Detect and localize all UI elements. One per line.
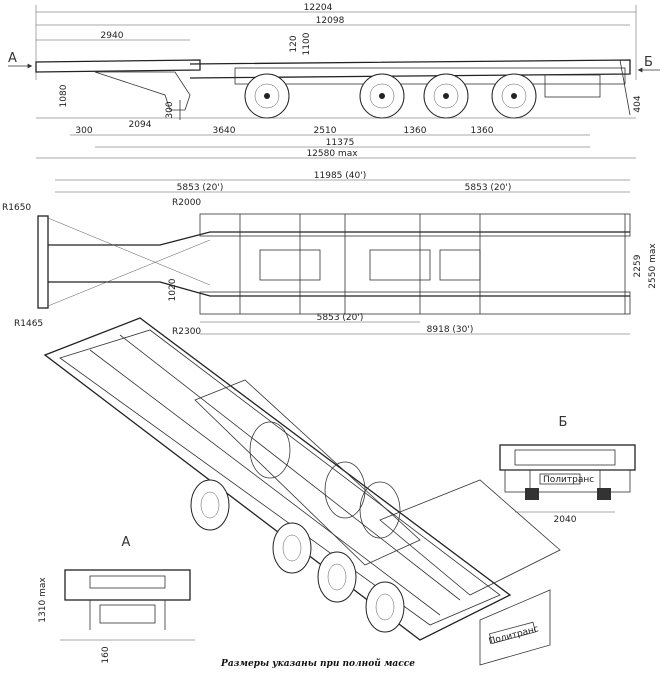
side-wheel-3 <box>423 73 469 119</box>
dim-11375: 11375 <box>326 138 355 148</box>
plan-outer-rail-bottom <box>199 291 631 315</box>
view-a-dim-160: 160 <box>101 646 111 663</box>
rear-bumper <box>544 74 601 98</box>
perspective-view: Политранс <box>43 317 561 666</box>
dim-2510: 2510 <box>314 126 337 136</box>
side-wheel-1 <box>244 73 290 119</box>
dim-3640: 3640 <box>213 126 236 136</box>
dim-1080: 1080 <box>59 84 69 107</box>
view-a-title: А <box>122 535 131 550</box>
plan-view: 11985 (40') 5853 (20') 5853 (20') R1650 … <box>2 171 658 337</box>
radius-r2300: R2300 <box>172 327 201 337</box>
dim-2550-max: 2550 max <box>648 243 658 289</box>
side-wheel-2 <box>359 73 405 119</box>
plan-outer-rail-top <box>199 213 631 237</box>
view-a: А 1310 max 160 <box>38 535 195 664</box>
dim-12098: 12098 <box>316 16 345 26</box>
caption: Размеры указаны при полной массе <box>220 658 415 669</box>
perspective-wheel-2 <box>272 522 312 574</box>
dim-1020: 1020 <box>168 278 178 301</box>
dim-300-side: 300 <box>165 101 175 118</box>
plan-left-beam <box>48 231 630 246</box>
view-b-dim-2040: 2040 <box>554 515 577 525</box>
dim-5853-left: 5853 (20') <box>177 183 224 193</box>
perspective-wheel-4 <box>365 581 405 633</box>
dim-300: 300 <box>75 126 92 136</box>
dim-2259: 2259 <box>633 254 643 277</box>
dim-5853-bottom: 5853 (20') <box>317 313 364 323</box>
view-marker-b: Б <box>644 55 653 70</box>
landing-gear <box>94 71 191 111</box>
dim-120: 120 <box>289 35 299 52</box>
view-a-frame <box>64 569 191 601</box>
radius-r2000: R2000 <box>172 198 201 208</box>
side-view: 12204 12098 2940 120 1100 А Б 1080 300 4… <box>8 3 660 159</box>
view-b: Б Политранс 2040 <box>499 415 636 525</box>
view-b-title: Б <box>559 415 568 430</box>
radius-r1650: R1650 <box>2 203 31 213</box>
dim-5853-right: 5853 (20') <box>465 183 512 193</box>
plan-right-beam <box>48 281 630 297</box>
side-wheel-4 <box>491 73 537 119</box>
dim-12580-max: 12580 max <box>306 149 358 159</box>
dim-1360-b: 1360 <box>471 126 494 136</box>
dim-8918: 8918 (30') <box>427 325 474 335</box>
perspective-wheel-3 <box>317 551 357 603</box>
perspective-wheel-1 <box>190 479 230 531</box>
dim-11985: 11985 (40') <box>314 171 366 181</box>
dim-2940: 2940 <box>101 31 124 41</box>
dim-12204: 12204 <box>304 3 333 13</box>
radius-r1465: R1465 <box>14 319 43 329</box>
dim-1100: 1100 <box>302 32 312 55</box>
main-frame <box>189 59 631 79</box>
dim-1360-a: 1360 <box>404 126 427 136</box>
view-a-dim-1310: 1310 max <box>38 577 48 623</box>
view-b-brand: Политранс <box>543 475 594 485</box>
gooseneck-frame <box>35 59 201 73</box>
dim-404: 404 <box>633 95 643 112</box>
perspective-chassis-outline <box>43 317 512 641</box>
view-marker-a: А <box>8 51 17 66</box>
perspective-rear-deck <box>379 479 561 596</box>
front-crossbeam <box>37 215 49 309</box>
dim-2094: 2094 <box>129 120 152 130</box>
